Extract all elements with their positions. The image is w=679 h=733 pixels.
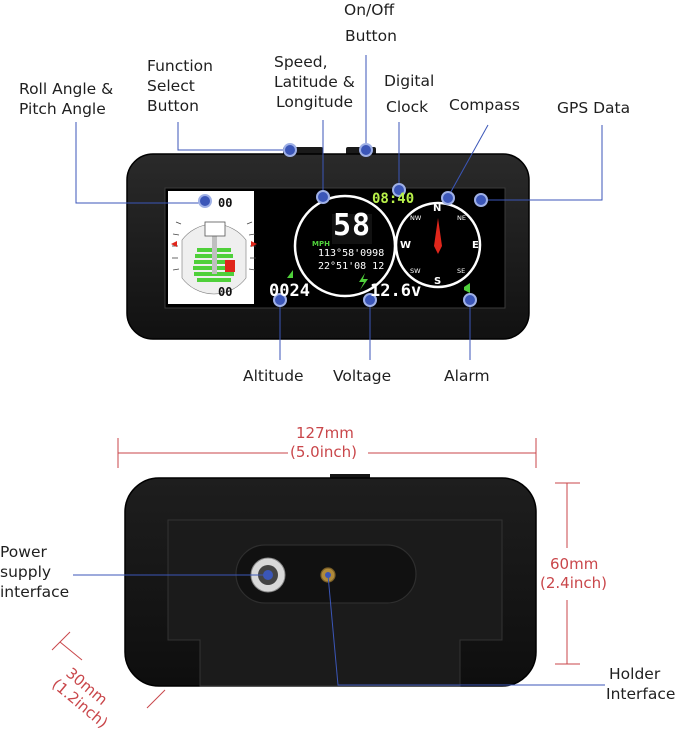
callout-dots	[198, 143, 488, 307]
label-function-line1: Function	[147, 57, 213, 75]
label-on-off-line2: Button	[345, 27, 397, 45]
compass-s: S	[434, 276, 442, 287]
pitch-angle-readout: 00	[218, 285, 233, 299]
label-power-line3: interface	[0, 583, 70, 601]
speed-unit: MPH	[312, 240, 330, 248]
label-roll-line1: Roll Angle &	[19, 80, 114, 98]
back-callout-lines	[73, 574, 605, 686]
callout-lines	[75, 55, 603, 360]
voltage-readout: 12.6v	[370, 281, 422, 301]
label-clock-line2: Clock	[386, 98, 429, 116]
width-in: (5.0inch)	[290, 443, 357, 461]
clock-readout: 08:40	[372, 191, 415, 207]
label-speed-line1: Speed,	[274, 53, 328, 71]
pitch-marker	[225, 260, 235, 272]
compass-nw: NW	[410, 214, 422, 222]
voltage-bolt-icon	[359, 273, 368, 290]
latitude-readout: 22°51'08 12	[318, 261, 385, 272]
label-function-line3: Button	[147, 97, 199, 115]
label-voltage: Voltage	[333, 367, 392, 385]
width-mm: 127mm	[296, 424, 354, 442]
altitude-readout: 0024	[269, 281, 310, 301]
label-alarm: Alarm	[444, 367, 490, 385]
compass-se: SE	[457, 267, 466, 275]
compass-ring	[394, 201, 482, 289]
label-clock-line1: Digital	[384, 72, 435, 90]
height-in: (2.4inch)	[540, 574, 607, 592]
compass-w: W	[400, 240, 412, 251]
compass-e: E	[472, 240, 479, 251]
compass-needle	[434, 218, 442, 254]
label-function-line2: Select	[147, 77, 195, 95]
label-holder-line1: Holder	[609, 665, 661, 683]
dimension-lines	[51, 438, 580, 709]
label-gps: GPS Data	[557, 99, 631, 117]
label-speed-line3: Longitude	[276, 93, 354, 111]
label-holder-line2: Interface	[606, 685, 676, 703]
label-speed-line2: Latitude &	[274, 73, 355, 91]
compass-n: N	[433, 203, 442, 214]
compass-ne: NE	[457, 214, 466, 222]
altitude-icon	[287, 270, 293, 278]
label-altitude: Altitude	[243, 367, 304, 385]
speed-readout: 58	[333, 208, 372, 243]
longitude-readout: 113°58'0998	[318, 248, 385, 259]
front-device	[126, 147, 530, 340]
compass-sw: SW	[410, 267, 421, 275]
alarm-speaker-icon	[464, 283, 470, 293]
label-on-off-line1: On/Off	[344, 1, 395, 19]
label-compass: Compass	[449, 96, 520, 114]
roll-angle-readout: 00	[218, 196, 233, 210]
label-power-line2: supply	[0, 563, 52, 581]
label-roll-line2: Pitch Angle	[19, 100, 106, 118]
label-power-line1: Power	[0, 543, 47, 561]
back-device	[124, 474, 537, 687]
height-mm: 60mm	[550, 555, 599, 573]
